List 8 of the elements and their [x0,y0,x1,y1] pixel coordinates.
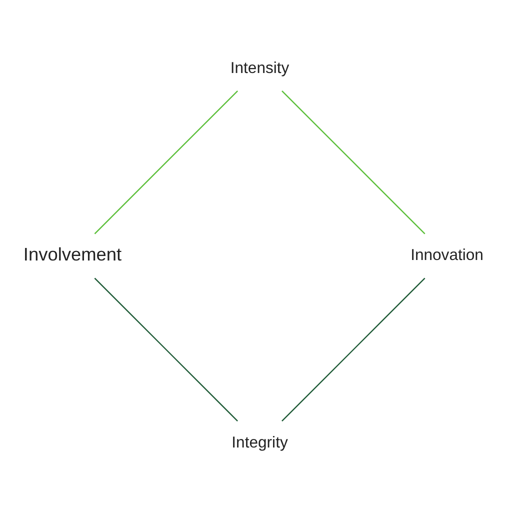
connector [282,90,426,234]
node-text: Intensity [230,59,290,76]
node-text: Innovation [410,246,484,264]
connector [94,90,238,234]
connector [94,277,238,421]
connector [282,277,426,421]
node-text: Involvement [23,242,122,264]
node-text: Integrity [232,434,288,451]
